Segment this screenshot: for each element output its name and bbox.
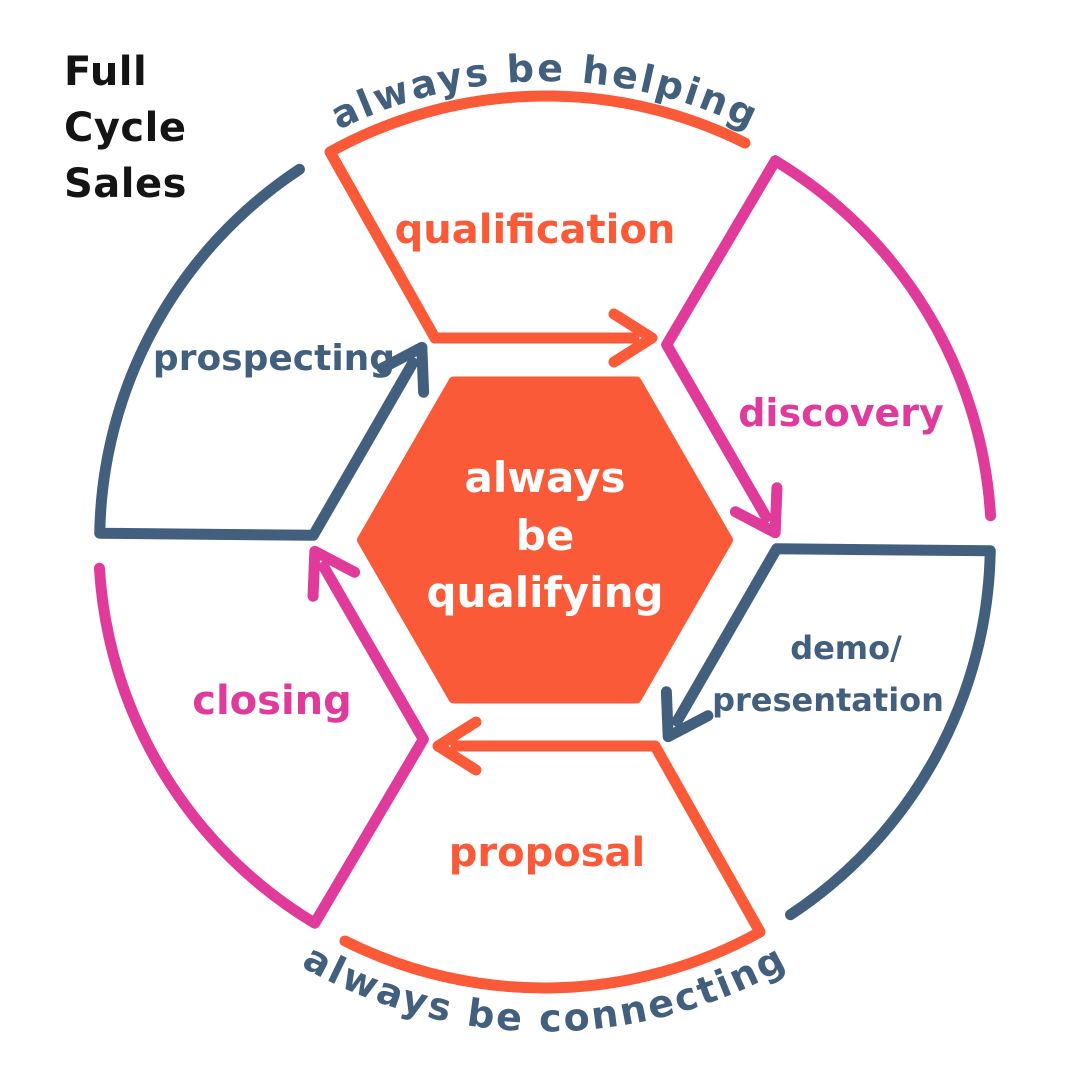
hexagon-text-line-3: qualifying [426,568,663,617]
hexagon-text-line-1: always [465,453,626,502]
title-line-1: Full [64,49,147,95]
label-presentation: presentation [712,681,944,719]
title-line-2: Cycle [64,105,186,151]
stage-labels: qualification discovery demo/ presentati… [153,207,944,876]
label-closing: closing [192,678,352,724]
center-hexagon [357,376,733,704]
title-line-3: Sales [64,161,187,207]
center-hexagon-text: always be qualifying [426,453,663,617]
label-qualification: qualification [395,207,676,253]
hexagon-text-line-2: be [516,511,575,560]
label-prospecting: prospecting [153,338,395,379]
label-demo: demo/ [790,629,902,667]
label-proposal: proposal [449,830,645,876]
page-title: Full Cycle Sales [64,49,187,207]
label-discovery: discovery [738,391,944,435]
